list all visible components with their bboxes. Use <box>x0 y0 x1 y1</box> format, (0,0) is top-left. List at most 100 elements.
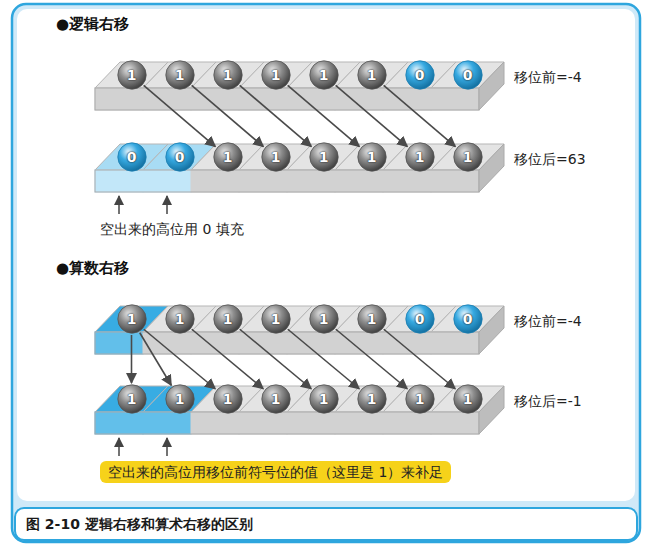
bit-ball: 1 <box>453 384 483 414</box>
value-label: 移位后=63 <box>514 149 586 169</box>
bar-cell-front <box>95 88 143 110</box>
bar-cell-front <box>287 170 335 192</box>
bit-digit: 1 <box>453 142 483 172</box>
bit-digit: 1 <box>261 60 291 90</box>
bit-digit: 1 <box>213 384 243 414</box>
ball-circle <box>261 61 289 89</box>
bit-ball: 1 <box>213 60 243 90</box>
bit-ball: 1 <box>357 142 387 172</box>
bar-cell-front <box>191 412 239 434</box>
inner-panel <box>17 9 635 501</box>
pointer-arrow <box>118 438 120 456</box>
ball-circle <box>165 143 193 171</box>
ball-circle <box>117 385 145 413</box>
shift-arrow <box>288 329 359 389</box>
ball-circle <box>117 305 145 333</box>
pointer-arrow <box>166 196 168 214</box>
bar-side <box>479 144 504 192</box>
bit-digit: 1 <box>117 304 147 334</box>
bit-digit: 1 <box>357 384 387 414</box>
ball-circle <box>213 143 241 171</box>
shift-arrow <box>336 85 408 146</box>
shift-arrow <box>288 85 360 146</box>
caption-box <box>15 508 637 540</box>
highlight-note: 空出来的高位用移位前符号位的值（这里是 1）来补足 <box>100 461 451 483</box>
bit-digit: 1 <box>213 304 243 334</box>
bar-cell-front <box>239 412 287 434</box>
bit-ball: 1 <box>261 384 291 414</box>
bit-ball: 1 <box>261 142 291 172</box>
bit-ball: 0 <box>453 60 483 90</box>
bit-digit: 0 <box>453 304 483 334</box>
shift-arrow <box>140 333 172 386</box>
bit-ball: 0 <box>405 60 435 90</box>
register-bar <box>95 306 504 354</box>
bar-cell-front <box>335 170 383 192</box>
ball-circle <box>357 305 385 333</box>
bit-ball: 1 <box>357 60 387 90</box>
bit-ball: 1 <box>213 304 243 334</box>
bar-front-outline <box>95 88 479 110</box>
outer-frame <box>12 4 640 542</box>
bit-ball: 0 <box>405 304 435 334</box>
bit-digit: 1 <box>309 142 339 172</box>
shift-arrow <box>336 329 407 389</box>
bar-cell-front <box>95 170 143 192</box>
pointer-arrow <box>118 196 120 214</box>
ball-circle <box>453 143 481 171</box>
ball-circle <box>357 385 385 413</box>
bar-cell-front <box>287 412 335 434</box>
bar-side <box>479 306 504 354</box>
shift-arrow <box>192 329 263 389</box>
bit-digit: 1 <box>309 304 339 334</box>
ball-circle <box>453 305 481 333</box>
bit-digit: 1 <box>453 384 483 414</box>
bar-front-outline <box>95 332 479 354</box>
bit-ball: 1 <box>165 304 195 334</box>
ball-circle <box>213 61 241 89</box>
bit-digit: 0 <box>453 60 483 90</box>
bar-cell-front <box>95 332 143 354</box>
bit-digit: 1 <box>405 384 435 414</box>
ball-circle <box>261 143 289 171</box>
bit-digit: 1 <box>261 304 291 334</box>
bar-front-outline <box>95 412 479 434</box>
bit-ball: 1 <box>117 60 147 90</box>
bar-cell-front <box>95 412 143 434</box>
bar-cell-front <box>335 412 383 434</box>
ball-circle <box>165 305 193 333</box>
bar-cell-front <box>383 412 431 434</box>
ball-circle <box>405 61 433 89</box>
bar-cell-front <box>143 170 191 192</box>
bar-cell-front <box>431 412 479 434</box>
bit-digit: 1 <box>165 60 195 90</box>
ball-circle <box>309 143 337 171</box>
ball-circle <box>357 61 385 89</box>
ball-circle <box>165 385 193 413</box>
shift-arrow <box>144 329 215 389</box>
bit-digit: 1 <box>117 60 147 90</box>
ball-circle <box>309 305 337 333</box>
ball-circle <box>117 143 145 171</box>
ball-circle <box>117 61 145 89</box>
bar-cell-front <box>431 170 479 192</box>
section-heading: ●逻辑右移 <box>56 14 129 34</box>
bit-digit: 1 <box>405 142 435 172</box>
bit-ball: 0 <box>117 142 147 172</box>
bit-ball: 1 <box>357 304 387 334</box>
figure-caption: 图 2-10 逻辑右移和算术右移的区别 <box>26 514 253 534</box>
bit-digit: 1 <box>213 142 243 172</box>
bar-front-outline <box>95 170 479 192</box>
value-label: 移位后=-1 <box>514 391 582 411</box>
bit-ball: 1 <box>213 142 243 172</box>
bar-cell-front <box>431 332 479 354</box>
bit-digit: 1 <box>213 60 243 90</box>
ball-circle <box>261 305 289 333</box>
bar-cell-front <box>239 170 287 192</box>
ball-circle <box>165 61 193 89</box>
bar-cell-front <box>431 88 479 110</box>
bit-digit: 1 <box>117 384 147 414</box>
bit-ball: 1 <box>213 384 243 414</box>
note-text: 空出来的高位用 0 填充 <box>100 219 244 239</box>
pointer-arrow <box>166 438 168 456</box>
